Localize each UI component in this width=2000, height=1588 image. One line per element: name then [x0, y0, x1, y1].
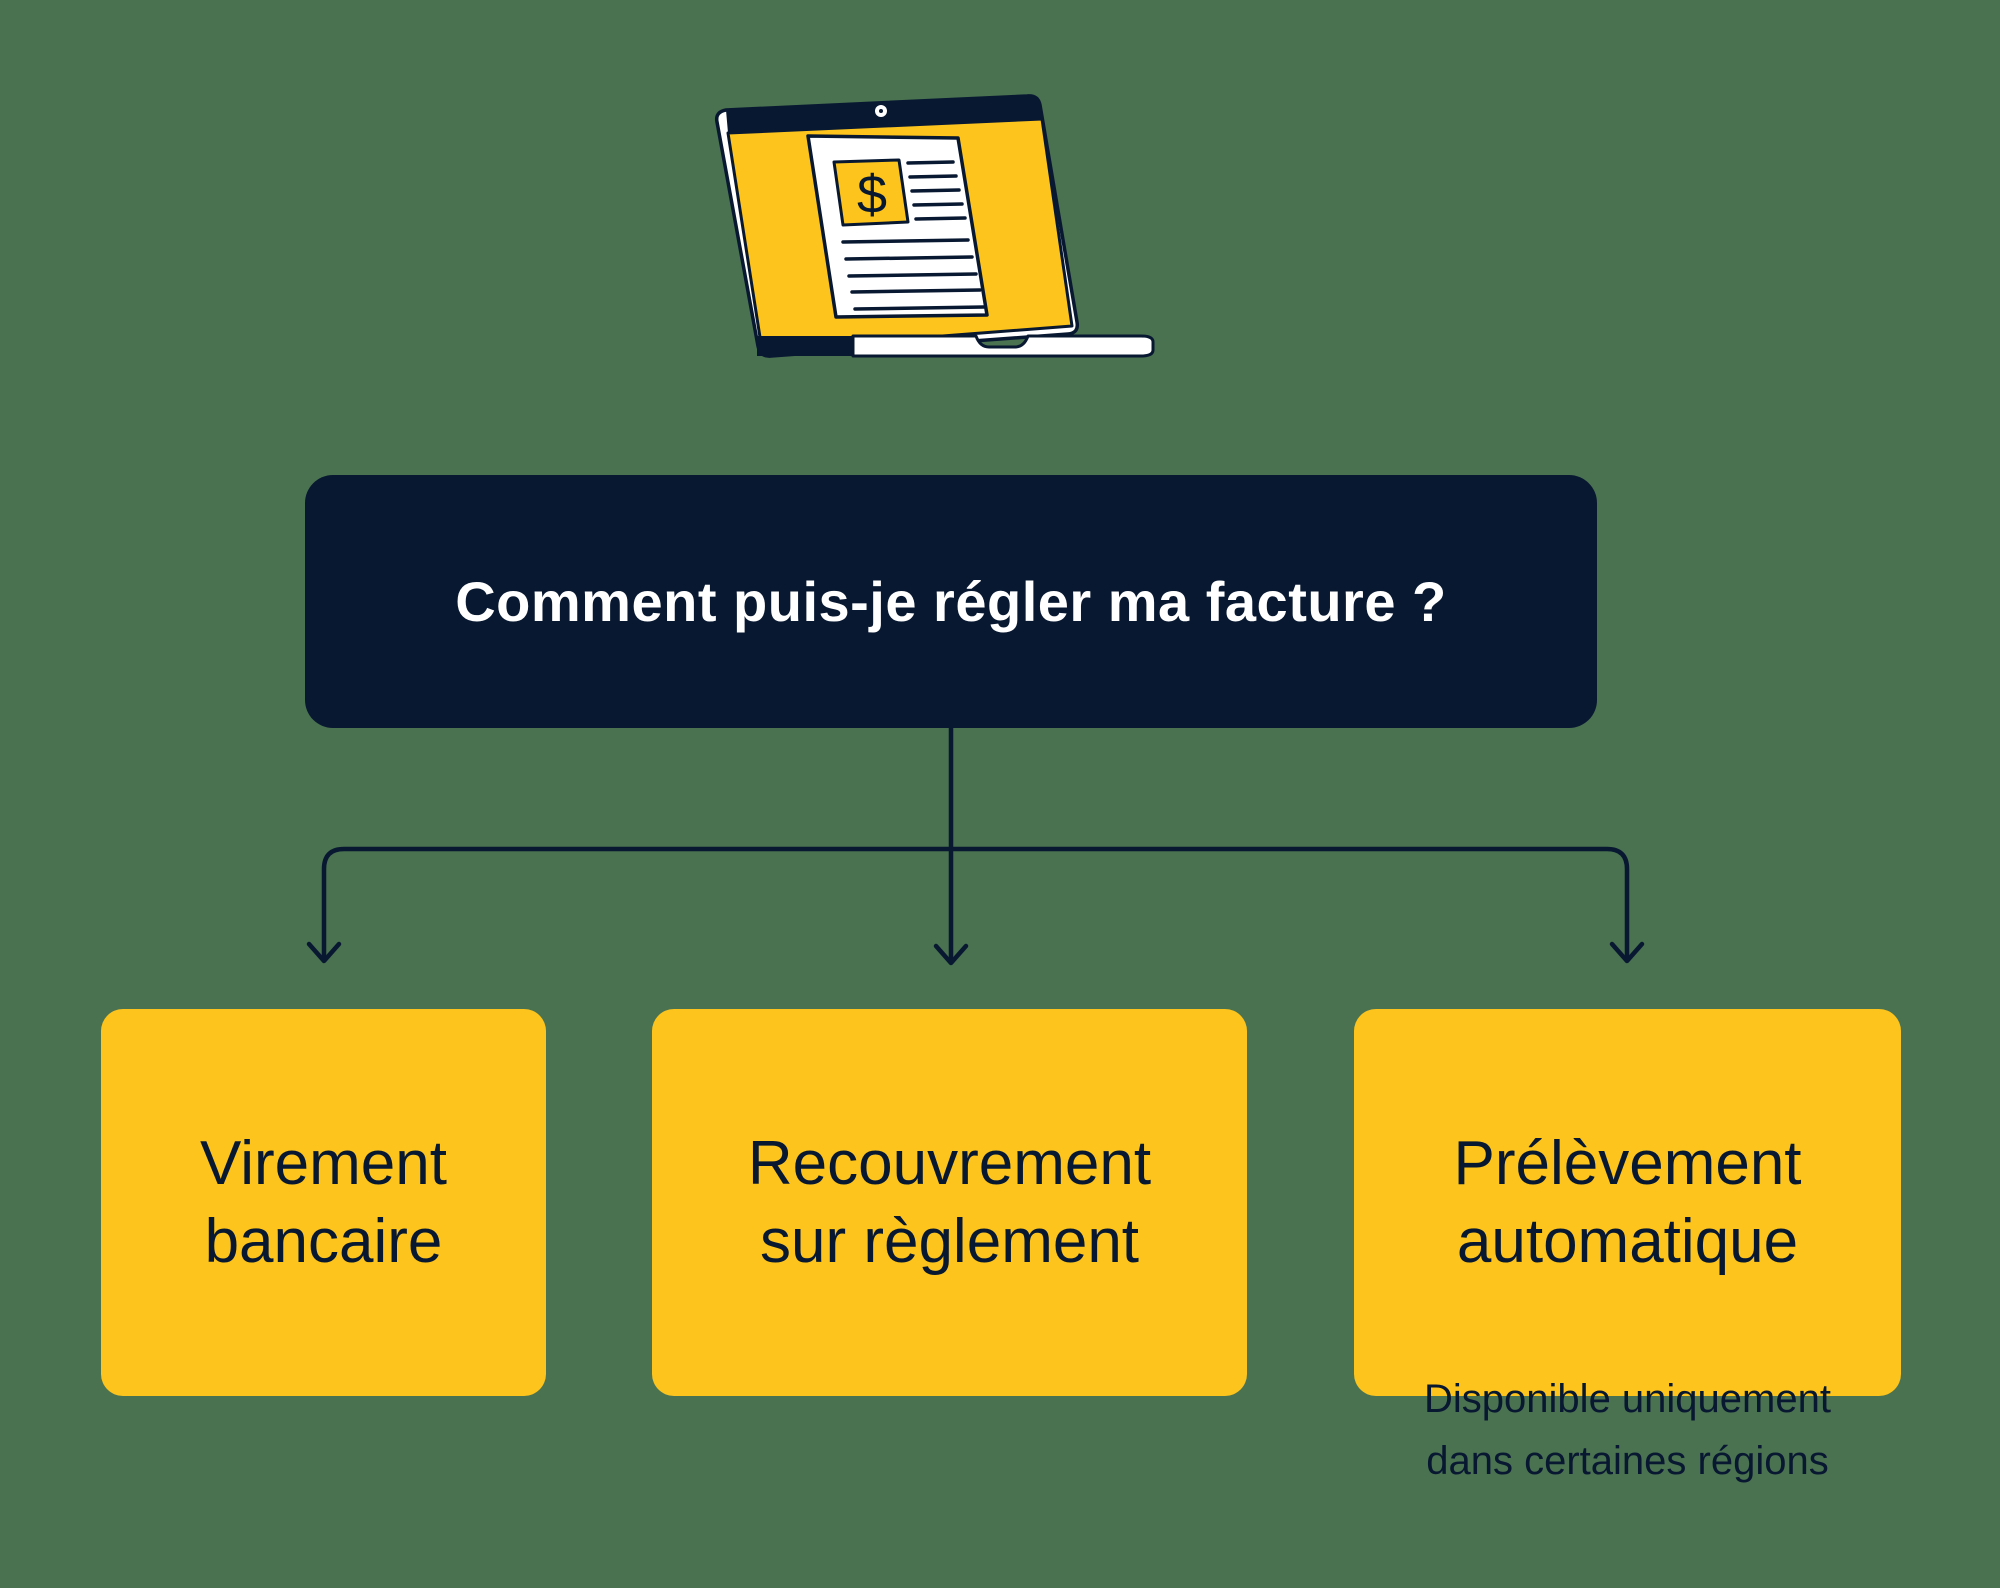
laptop-invoice-illustration: $ [714, 94, 1155, 358]
connector-rail [321, 846, 1630, 962]
laptop-hinge [757, 336, 854, 356]
arrowhead-left-icon [306, 941, 342, 964]
question-node: Comment puis-je régler ma facture ? [305, 475, 1597, 728]
note-line: Disponible uniquement [1424, 1377, 1831, 1421]
dollar-sign: $ [857, 165, 887, 225]
option-label-line: Recouvrement [747, 1128, 1152, 1198]
option-prelevement-automatique: Prélèvement automatique [1354, 1009, 1901, 1396]
option-label-line: bancaire [204, 1206, 443, 1276]
option-label-line: Virement [200, 1128, 447, 1198]
option-label-line: Prélèvement [1453, 1128, 1802, 1198]
invoice-short-lines [906, 160, 967, 221]
arrowhead-right-icon [1609, 941, 1645, 964]
laptop-base [851, 334, 1155, 358]
arrowhead-center-icon [933, 943, 969, 966]
option-virement-bancaire: Virement bancaire [101, 1009, 546, 1396]
option-label-line: sur règlement [759, 1206, 1140, 1276]
availability-note: Disponible uniquement dans certaines rég… [1354, 1368, 1901, 1492]
question-text: Comment puis-je régler ma facture ? [455, 570, 1447, 633]
option-label-line: automatique [1456, 1206, 1799, 1276]
invoice-long-lines [841, 238, 986, 311]
option-recouvrement: Recouvrement sur règlement [652, 1009, 1247, 1396]
dollar-badge [832, 158, 910, 227]
note-line: dans certaines régions [1426, 1439, 1829, 1483]
webcam-dot [879, 109, 883, 113]
